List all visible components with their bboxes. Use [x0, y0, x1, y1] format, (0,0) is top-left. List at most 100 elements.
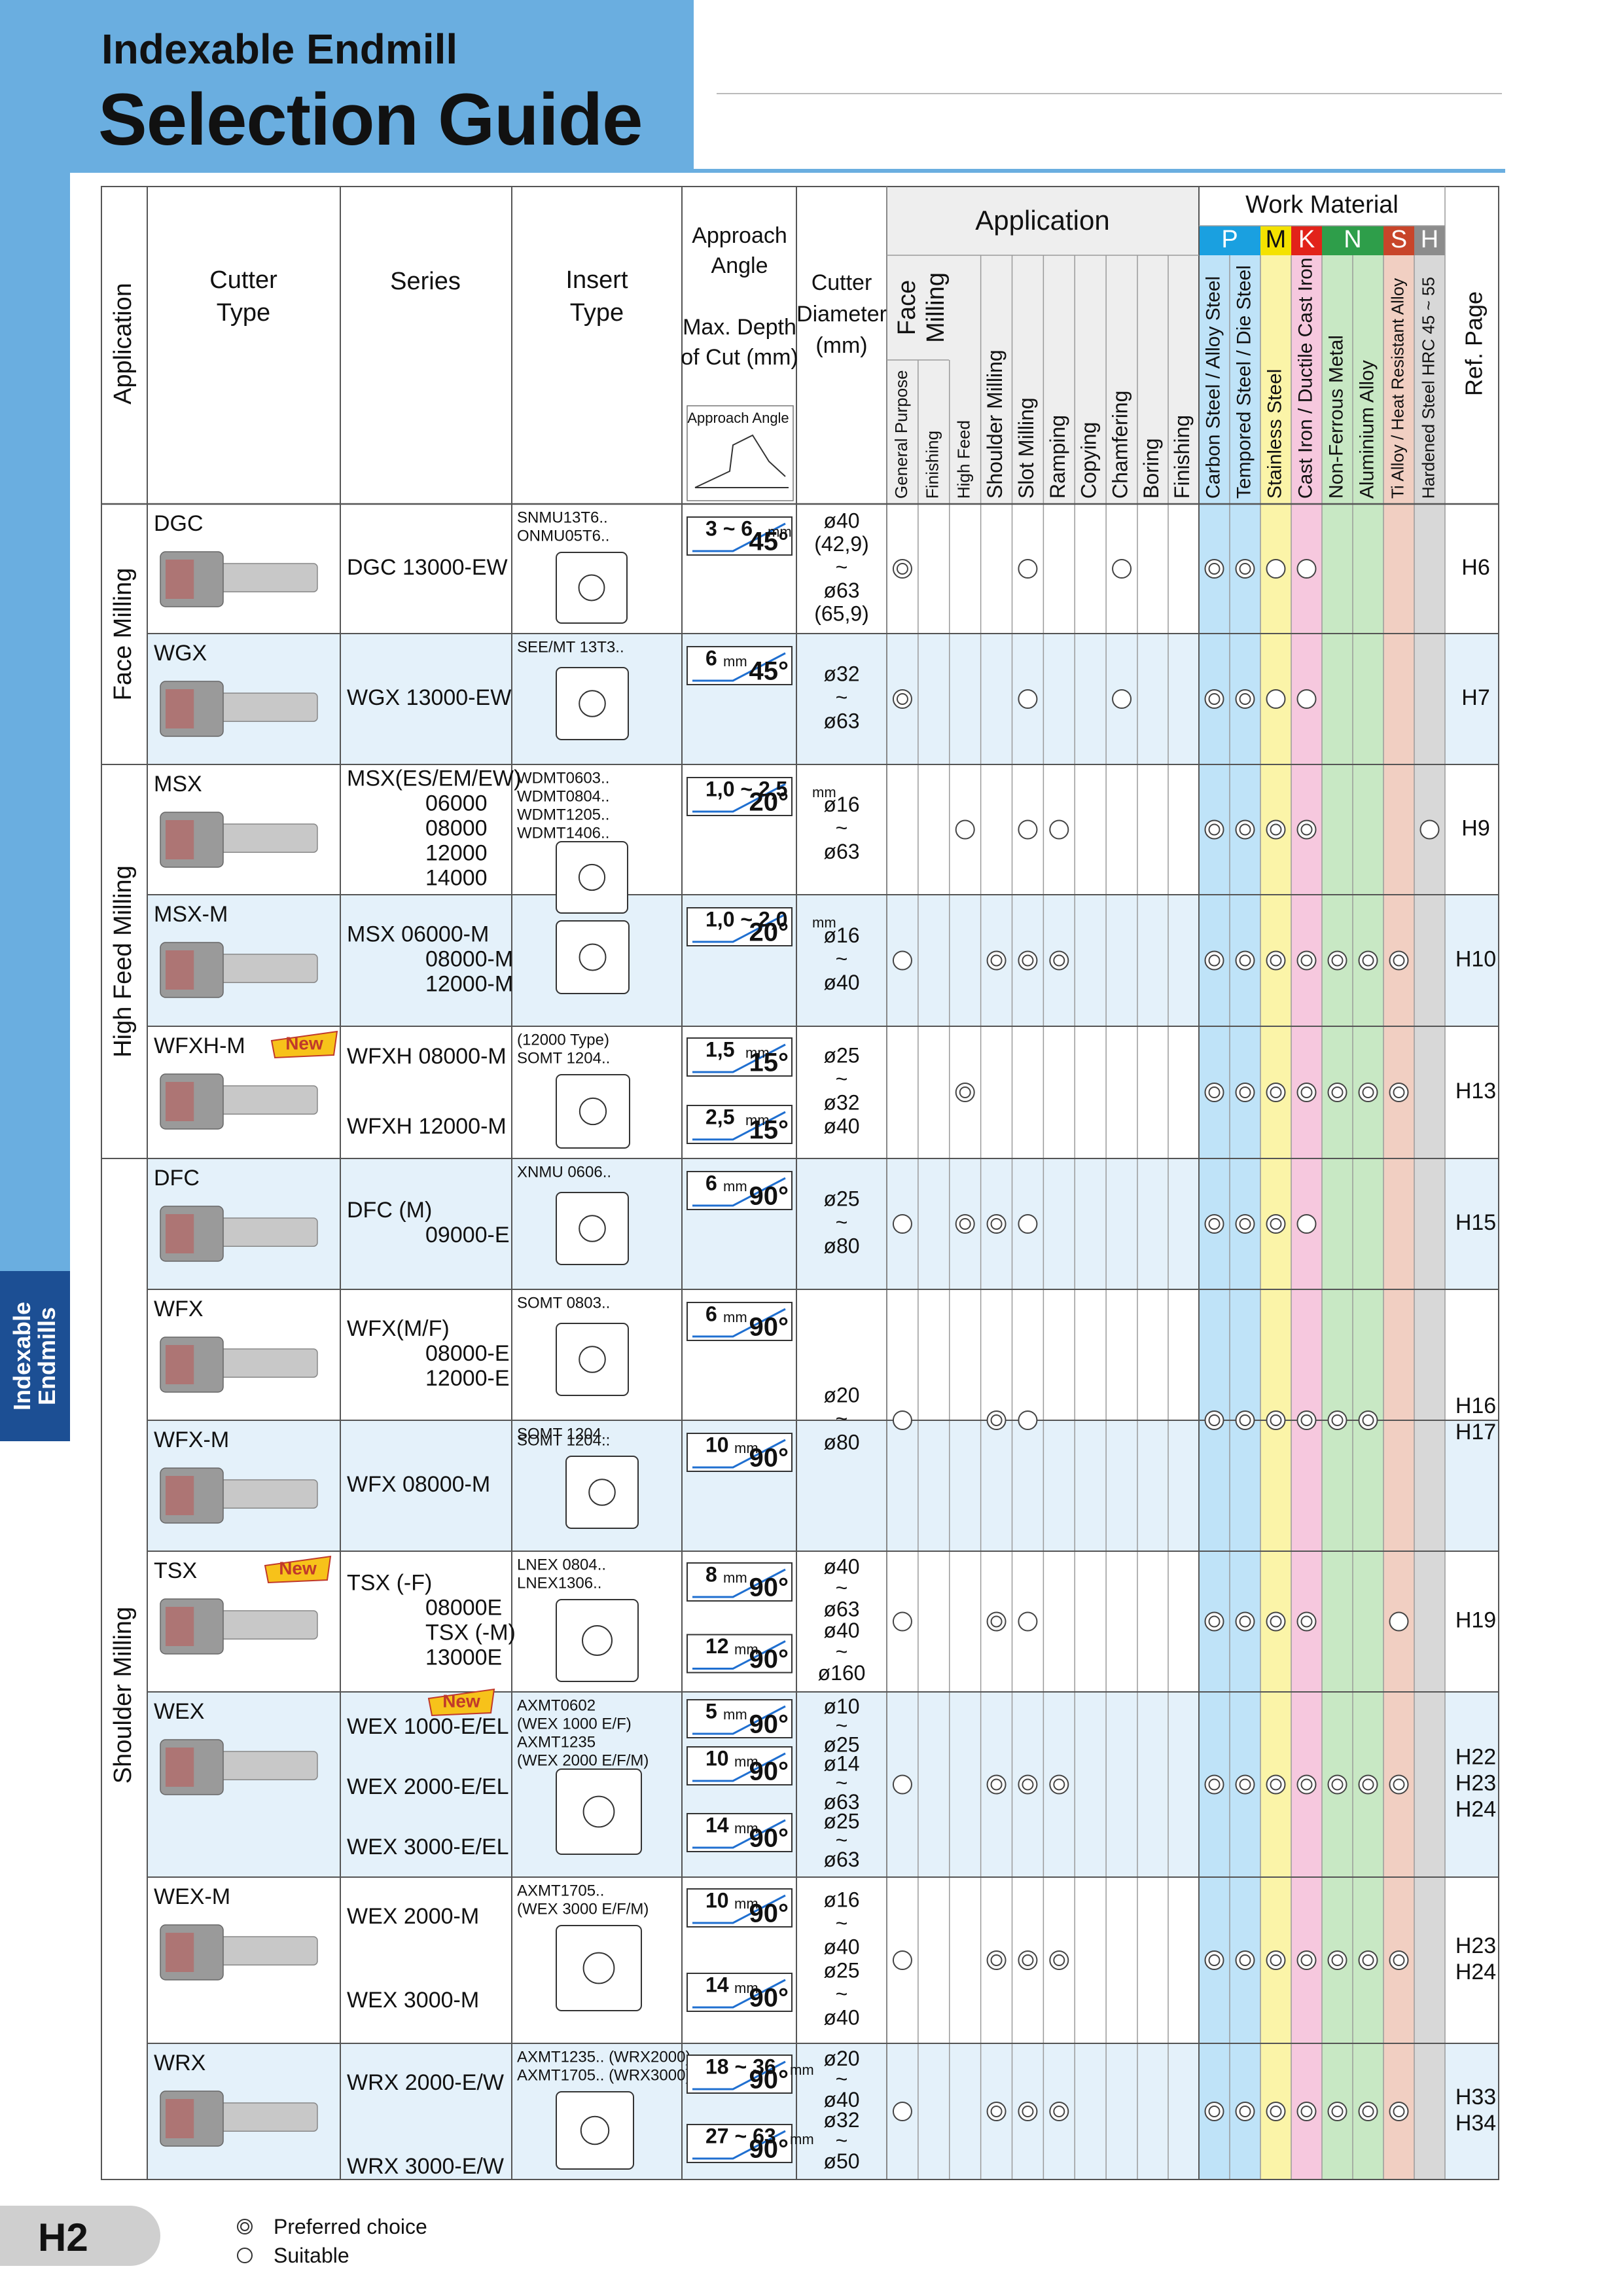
- application-mark: [1049, 950, 1069, 971]
- series-name: MSX 06000-M: [347, 922, 489, 946]
- material-mark: [1358, 1410, 1378, 1430]
- approach-header: Angle: [711, 253, 768, 278]
- application-mark: [892, 1410, 912, 1430]
- material-mark: [1204, 2102, 1224, 2121]
- application-mark: [990, 1778, 1003, 1791]
- application-mark: [892, 1611, 912, 1632]
- depth-box-line: [692, 1177, 786, 1207]
- material-letter-box: [1383, 226, 1414, 255]
- tool-shank: [215, 692, 318, 722]
- depth-box-line: [692, 652, 786, 682]
- material-column-tint: [1353, 255, 1383, 2179]
- insert-figure: [556, 1323, 629, 1396]
- material-mark: [1362, 1954, 1374, 1966]
- diameter-value: ~: [836, 1713, 848, 1737]
- depth-box-angle: 90°: [749, 2135, 789, 2164]
- tool-insert: [166, 1748, 194, 1787]
- cutter-name: MSX-M: [154, 902, 228, 927]
- ref-page-value: H19: [1455, 1607, 1496, 1632]
- material-mark: [1204, 1950, 1224, 1970]
- material-mark: [1296, 1950, 1317, 1970]
- application-sub-header: Boring: [1139, 439, 1163, 499]
- series-name: WEX 2000-M: [347, 1904, 479, 1929]
- material-mark: [1239, 563, 1251, 575]
- material-mark: [1204, 1410, 1224, 1430]
- depth-box-line: [692, 2060, 786, 2090]
- application-mark: [1018, 1410, 1038, 1430]
- diameter-value: ø63: [823, 1598, 859, 1621]
- header-underline: [69, 169, 1505, 173]
- depth-box-angle: 90°: [749, 1182, 789, 1211]
- material-mark: [1239, 1414, 1251, 1426]
- insert-figure-hole: [582, 1795, 615, 1828]
- insert-name: ONMU05T6..: [517, 527, 609, 545]
- cutter-name: WEX: [154, 1699, 204, 1724]
- depth-box-angle: 90°: [749, 1824, 789, 1853]
- application-mark: [986, 1774, 1007, 1795]
- cutter-type-header: Cutter: [209, 266, 277, 294]
- depth-box-angle: 20°: [749, 918, 789, 947]
- depth-box-angle: 90°: [749, 1899, 789, 1928]
- diameter-value: ø50: [823, 2149, 859, 2173]
- application-mark: [1018, 2102, 1038, 2121]
- material-mark: [1208, 1954, 1221, 1966]
- material-mark: [1331, 954, 1344, 967]
- depth-box-unit: mm: [723, 1309, 747, 1325]
- material-letter: P: [1221, 226, 1238, 253]
- material-mark: [1266, 819, 1286, 840]
- new-badge-label: New: [285, 1033, 323, 1053]
- cutter-name: WGX: [154, 641, 207, 666]
- material-mark: [1266, 1950, 1286, 1970]
- insert-name: (WEX 2000 E/F/M): [517, 1751, 649, 1769]
- application-sub-header: Finishing: [923, 431, 942, 499]
- material-sub-header: Cast Iron / Ductile Cast Iron: [1294, 258, 1316, 499]
- material-mark: [1358, 950, 1378, 971]
- diameter-value: ~: [836, 1982, 848, 2005]
- material-mark: [1266, 1774, 1286, 1795]
- side-tab[interactable]: Indexable Endmills: [0, 1271, 70, 1441]
- ref-page-value: H17: [1455, 1420, 1496, 1444]
- material-mark: [1208, 1778, 1221, 1791]
- cutter-name: DFC: [154, 1166, 200, 1191]
- diameter-value: ø16: [823, 1888, 859, 1911]
- application-mark: [1053, 1778, 1065, 1791]
- insert-name: WDMT0804..: [517, 787, 609, 805]
- depth-box-value: 14: [705, 1973, 729, 1996]
- material-mark: [1389, 1083, 1409, 1102]
- series-name: WEX 1000-E/EL: [347, 1714, 509, 1739]
- depth-box-unit: mm: [790, 2062, 814, 2078]
- depth-box-unit: mm: [790, 2131, 814, 2147]
- material-mark: [1204, 689, 1224, 709]
- depth-box-angle: 90°: [749, 1573, 789, 1602]
- material-mark: [1235, 1214, 1255, 1234]
- diameter-value: ~: [836, 2128, 848, 2152]
- material-mark: [1300, 954, 1313, 967]
- diameter-value: ø80: [823, 1234, 859, 1257]
- material-mark: [1296, 2102, 1317, 2121]
- material-mark: [1235, 559, 1255, 579]
- material-mark: [1235, 2102, 1255, 2121]
- material-mark: [1331, 1086, 1344, 1098]
- diameter-value: ø63: [823, 1848, 859, 1871]
- insert-figure: [556, 667, 629, 740]
- insert-name: LNEX 0804..: [517, 1556, 606, 1573]
- depth-box-angle: 15°: [749, 1116, 789, 1145]
- insert-figure: [556, 1192, 629, 1265]
- material-mark: [1204, 559, 1224, 579]
- insert-figure: [556, 1599, 639, 1682]
- material-mark: [1235, 1774, 1255, 1795]
- depth-box-angle: 90°: [749, 1757, 789, 1786]
- application-mark: [892, 689, 912, 709]
- depth-box-unit: mm: [734, 1641, 758, 1657]
- material-mark: [1235, 1083, 1255, 1102]
- material-mark: [1239, 823, 1251, 836]
- material-sub-header: Carbon Steel / Alloy Steel: [1202, 276, 1224, 499]
- insert-type-header: Type: [570, 299, 624, 327]
- depth-box-value: 2,5: [705, 1105, 734, 1128]
- diameter-value: ~: [836, 1911, 848, 1935]
- diameter-value: ~: [836, 1407, 848, 1430]
- material-mark: [1362, 1414, 1374, 1426]
- depth-box-line: [692, 1894, 786, 1924]
- application-mark: [959, 1086, 971, 1098]
